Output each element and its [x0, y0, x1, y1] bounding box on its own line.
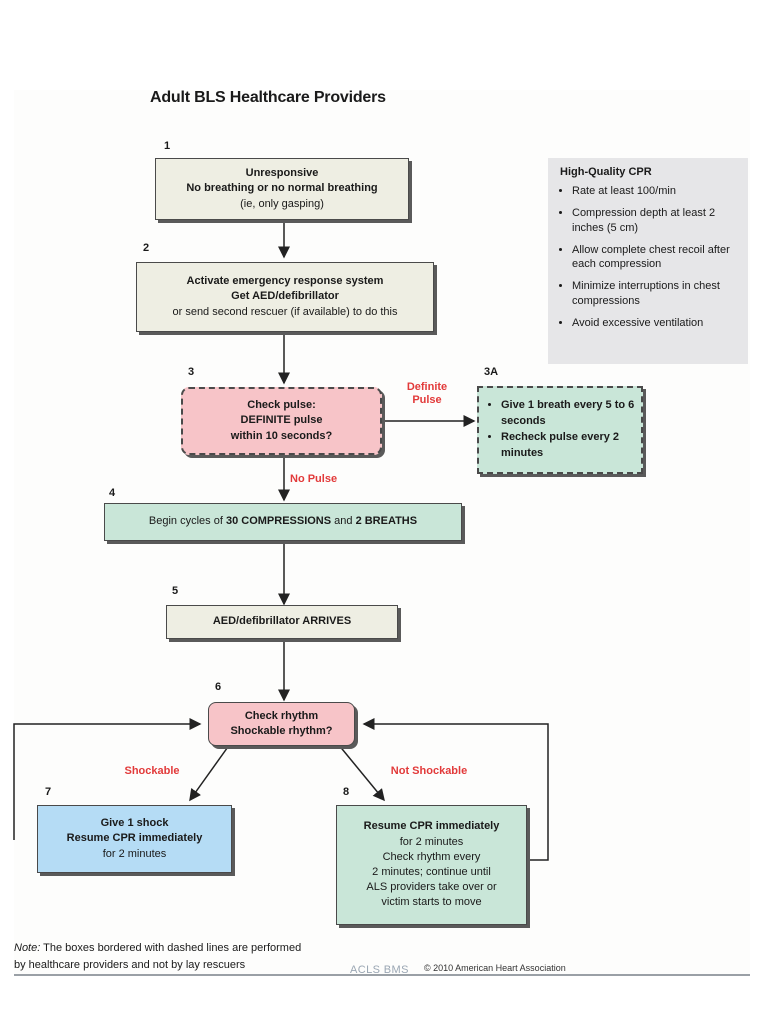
- footnote-line2: by healthcare providers and not by lay r…: [14, 959, 246, 972]
- loop-7-to-6: [13, 718, 202, 840]
- step-3a-list: Give 1 breath every 5 to 6 seconds Reche…: [489, 398, 641, 462]
- step-3-line3: within 10 seconds?: [230, 429, 333, 442]
- footnote: Note: The boxes bordered with dashed lin…: [14, 940, 301, 974]
- label-shockable: Shockable: [124, 765, 180, 777]
- step-5-text: AED/defibrillator ARRIVES: [212, 615, 352, 628]
- step-1-box: Unresponsive No breathing or no normal b…: [155, 158, 409, 220]
- loop-8-to-6: [362, 718, 549, 861]
- step-8-line2: for 2 minutes: [399, 835, 464, 848]
- step-5-box: AED/defibrillator ARRIVES: [166, 605, 398, 639]
- step-6-line2: Shockable rhythm?: [230, 725, 333, 737]
- step-3-box: Check pulse: DEFINITE pulse within 10 se…: [181, 387, 382, 455]
- footnote-text1: The boxes bordered with dashed lines are…: [40, 942, 302, 954]
- cpr-item: Allow complete chest recoil after each c…: [572, 243, 738, 273]
- step-8-line5: ALS providers take over or: [366, 881, 497, 894]
- step-8-line4: 2 minutes; continue until: [372, 866, 491, 878]
- label-definite-pulse: Definite Pulse: [397, 381, 457, 407]
- step-number-2: 2: [143, 242, 150, 254]
- step-1-line1: Unresponsive: [245, 167, 319, 180]
- cpr-item: Compression depth at least 2 inches (5 c…: [572, 206, 738, 236]
- bottom-divider: [14, 974, 750, 976]
- step-3a-item: Give 1 breath every 5 to 6 seconds: [501, 398, 641, 430]
- step-6-line1: Check rhythm: [244, 709, 319, 722]
- step-3a-item: Recheck pulse every 2 minutes: [501, 430, 641, 462]
- label-no-pulse: No Pulse: [290, 473, 338, 485]
- cpr-panel-heading: High-Quality CPR: [560, 166, 652, 178]
- cpr-item: Minimize interruptions in chest compress…: [572, 279, 738, 309]
- step-7-line1: Give 1 shock: [100, 817, 169, 830]
- step-number-4: 4: [109, 487, 116, 499]
- step-number-3: 3: [188, 366, 195, 378]
- step-4-box: Begin cycles of 30 COMPRESSIONS and 2 BR…: [104, 503, 462, 541]
- step-2-line2: Get AED/defibrillator: [231, 290, 339, 303]
- step-6-box: Check rhythm Shockable rhythm?: [208, 702, 355, 746]
- step-8-box: Resume CPR immediately for 2 minutes Che…: [336, 805, 527, 925]
- step-7-line3: for 2 minutes: [102, 847, 167, 860]
- label-definite-pulse-line1: Definite: [406, 381, 448, 393]
- cpr-panel-list: Rate at least 100/min Compression depth …: [560, 184, 738, 331]
- step-7-line2: Resume CPR immediately: [66, 832, 203, 845]
- watermark-text: ACLS BMS: [350, 964, 409, 976]
- step-4-text-mid: and: [331, 515, 356, 528]
- step-number-3a: 3A: [484, 366, 499, 378]
- copyright-text: © 2010 American Heart Association: [424, 963, 566, 973]
- step-8-line3: Check rhythm every: [382, 850, 481, 863]
- high-quality-cpr-panel: High-Quality CPR Rate at least 100/min C…: [548, 158, 748, 364]
- step-3-line1: Check pulse:: [247, 399, 316, 412]
- step-8-line6: victim starts to move: [381, 896, 482, 909]
- step-2-box: Activate emergency response system Get A…: [136, 262, 434, 332]
- step-number-1: 1: [164, 140, 171, 152]
- step-4-text-breaths: 2 BREATHS: [355, 515, 418, 528]
- footnote-label: Note:: [14, 942, 41, 954]
- step-3a-box: Give 1 breath every 5 to 6 seconds Reche…: [477, 386, 643, 474]
- arrow-6-to-8: [337, 743, 385, 802]
- step-number-8: 8: [343, 786, 350, 798]
- step-2-line1: Activate emergency response system: [186, 275, 384, 288]
- step-1-line3: (ie, only gasping): [240, 197, 324, 210]
- step-2-line3: or send second rescuer (if available) to…: [172, 305, 398, 318]
- step-8-line1: Resume CPR immediately: [363, 820, 500, 833]
- step-1-line2: No breathing or no normal breathing: [186, 182, 378, 195]
- step-7-box: Give 1 shock Resume CPR immediately for …: [37, 805, 232, 873]
- label-definite-pulse-line2: Pulse: [412, 394, 442, 407]
- cpr-item: Rate at least 100/min: [572, 184, 738, 199]
- label-not-shockable: Not Shockable: [390, 765, 468, 777]
- step-number-5: 5: [172, 585, 179, 597]
- cpr-item: Avoid excessive ventilation: [572, 316, 738, 331]
- step-number-6: 6: [215, 681, 222, 693]
- step-4-text-prefix: Begin cycles of: [148, 515, 226, 528]
- step-4-text-compressions: 30 COMPRESSIONS: [225, 515, 332, 528]
- page-title: Adult BLS Healthcare Providers: [150, 89, 386, 106]
- step-number-7: 7: [45, 786, 52, 798]
- step-3-line2: DEFINITE pulse: [240, 414, 323, 427]
- footnote-line1: Note: The boxes bordered with dashed lin…: [14, 940, 301, 957]
- arrow-6-to-7: [189, 743, 231, 802]
